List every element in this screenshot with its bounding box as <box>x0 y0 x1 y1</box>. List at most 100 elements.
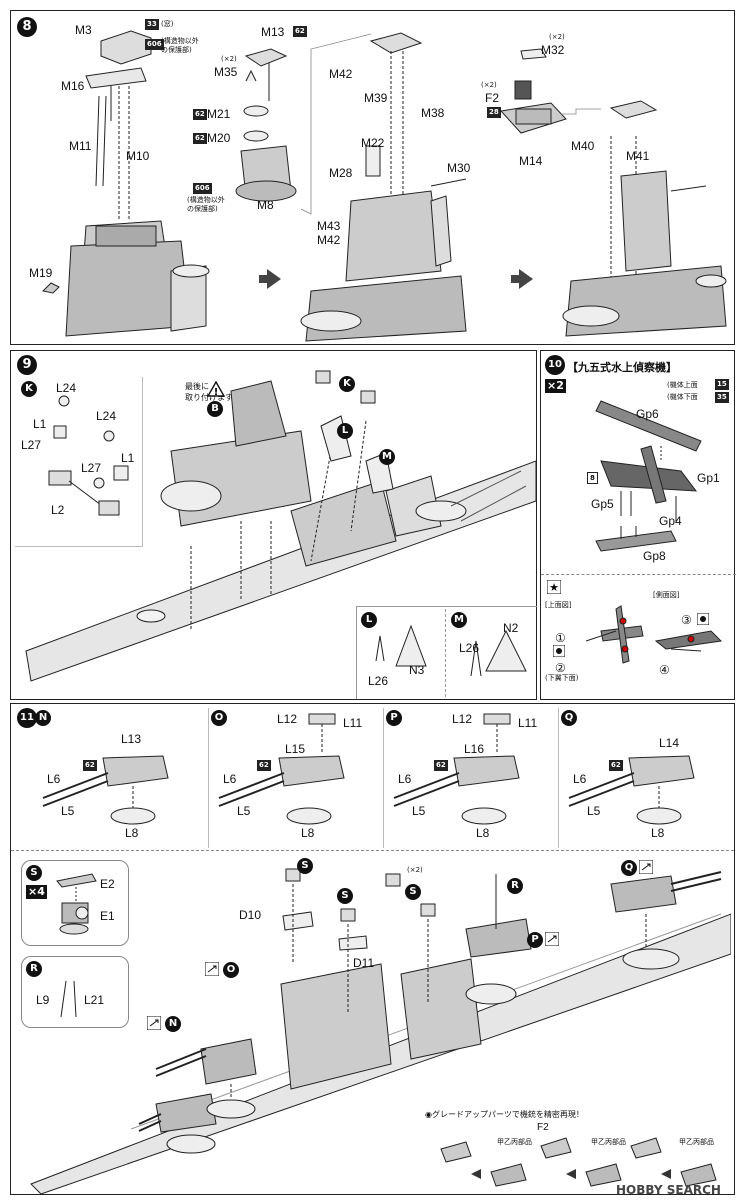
turret-o-base: L5 <box>237 804 251 818</box>
label-l24a: L24 <box>56 381 77 395</box>
label-m20: M20 <box>207 131 231 145</box>
turret-p-extra2: L11 <box>518 716 538 730</box>
step8-arrow-1 <box>267 269 281 289</box>
note-m3-window: (窓) <box>161 20 174 28</box>
turret-q-drawing <box>568 755 695 825</box>
view-side-label: [側面図] <box>653 591 680 599</box>
label-gp8: Gp8 <box>643 549 666 563</box>
label-m42-bottom: M42 <box>317 233 341 247</box>
crane-subassembly-drawing <box>48 395 129 516</box>
step-9-number: 9 <box>17 355 37 375</box>
s-parts-drawing <box>56 873 97 935</box>
turret-o-tag: 62 <box>257 760 271 771</box>
turret-q-gun: L6 <box>573 772 587 786</box>
callout-lines-8 <box>301 33 601 215</box>
step9-note: 最後に 取り付けます。 <box>185 382 241 402</box>
label-l1a: L1 <box>33 417 47 431</box>
tag-35: 35 <box>715 392 729 403</box>
turret-p-marker: P <box>386 710 402 726</box>
rotate-icon-o <box>205 962 219 976</box>
bridge-subassembly-drawing <box>235 48 297 202</box>
turret-n-tag: 62 <box>83 760 97 771</box>
tag-606b: 606 <box>193 183 212 194</box>
m19-part <box>41 282 60 294</box>
turret-q-base: L5 <box>587 804 601 818</box>
s-detail-box: S ×4 E2 E1 <box>21 860 129 946</box>
turret-p-drawing <box>393 713 520 825</box>
note-m8-protect: (構造物以外 の保護部) <box>187 196 225 213</box>
step-8-panel: 8 M3 33 (窓) 606 (構造物以外 の保護部) M16 M <box>10 10 735 345</box>
label-m11: M11 <box>69 139 92 153</box>
tag-606a: 606 <box>145 39 164 50</box>
tag-62-m13: 62 <box>293 26 307 37</box>
color-note-upper: (機体上面 <box>667 381 698 389</box>
lm-divider <box>445 609 446 697</box>
hull-marker-s3: S <box>405 884 421 900</box>
turret-row: N L13 62 L6 L5 L8 O L12 <box>33 708 733 848</box>
turret-q-top: L14 <box>659 736 680 750</box>
label-l26a: L26 <box>368 674 389 688</box>
label-gp1: Gp1 <box>697 471 720 485</box>
label-m43: M43 <box>317 219 341 233</box>
turret-o-extra2: L11 <box>343 716 363 730</box>
turret-n-stand: L8 <box>125 826 139 840</box>
label-m30: M30 <box>447 161 471 175</box>
upgrade-part-3: 甲乙丙部品 <box>679 1138 714 1146</box>
label-m42-top: M42 <box>329 67 353 81</box>
turret-p-extra1: L12 <box>452 712 473 726</box>
step11-ship-drawing <box>30 868 731 1194</box>
label-e1: E1 <box>100 909 115 923</box>
label-m28: M28 <box>329 166 353 180</box>
turret-n-base: L5 <box>61 804 75 818</box>
label-m41: M41 <box>626 149 650 163</box>
marking-icon-1 <box>553 645 565 657</box>
step8-arrow-1-bar <box>259 275 267 283</box>
star-icon: ★ <box>547 580 561 594</box>
rotate-icon-p <box>545 932 559 946</box>
label-l2: L2 <box>51 503 65 517</box>
marking-icon-3 <box>697 613 709 625</box>
step-10-number: 10 <box>545 355 565 375</box>
label-n2: N2 <box>503 621 519 635</box>
turret-row-divider <box>11 850 734 851</box>
tag-8: 8 <box>587 472 598 484</box>
f2-qty: (×2) <box>481 81 497 89</box>
turret-n-gun: L6 <box>47 772 61 786</box>
step8-arrow-2-bar <box>511 275 519 283</box>
hull-s-qty: (×2) <box>407 866 423 874</box>
label-e2: E2 <box>100 877 115 891</box>
step8-right-ship-drawing <box>562 100 727 337</box>
turret-n-drawing <box>42 755 169 825</box>
label-m13: M13 <box>261 25 285 39</box>
r-marker: R <box>26 961 42 977</box>
view-top-label: [上面図] <box>545 601 572 609</box>
turret-n-marker: N <box>35 710 51 726</box>
turret-q-marker: Q <box>561 710 577 726</box>
label-l9: L9 <box>36 993 50 1007</box>
step-11-number: 11 <box>17 708 37 728</box>
hull-marker-n: N <box>165 1016 181 1032</box>
hull-marker-o: O <box>223 962 239 978</box>
turret-p-top: L16 <box>464 742 485 756</box>
label-m39: M39 <box>364 91 388 105</box>
r-detail-box: R L9 L21 <box>21 956 129 1028</box>
svg-text:!: ! <box>214 387 219 397</box>
turret-o: O L12 L11 L15 62 L6 L5 L8 <box>208 708 384 848</box>
note-m3-protect: (構造物以外 の保護部) <box>161 37 199 54</box>
marker-k2: K <box>339 376 355 392</box>
hull-marker-q: Q <box>621 860 637 876</box>
rotate-icon-n <box>147 1016 161 1030</box>
step-11-panel: 11 N L13 62 L6 L5 L8 <box>10 703 735 1195</box>
label-n3: N3 <box>409 663 425 677</box>
marking-1: ① <box>555 631 566 645</box>
marker-m: M <box>379 449 395 465</box>
turret-p-tag: 62 <box>434 760 448 771</box>
label-m22: M22 <box>361 136 385 150</box>
turret-o-gun: L6 <box>223 772 237 786</box>
label-m38: M38 <box>421 106 445 120</box>
hull-marker-p: P <box>527 932 543 948</box>
hull-marker-s2: S <box>337 888 353 904</box>
watermark: HOBBY SEARCH <box>616 1183 721 1197</box>
label-m21: M21 <box>207 107 231 121</box>
